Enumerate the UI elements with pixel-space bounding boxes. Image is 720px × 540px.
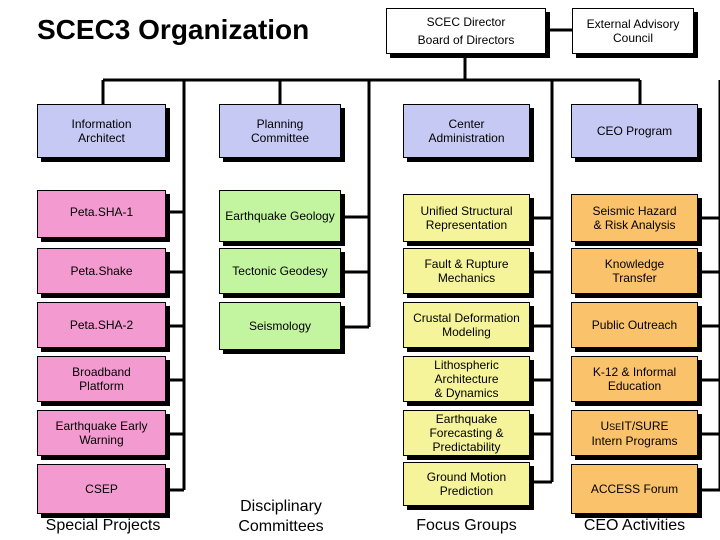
director-box: SCEC Director Board of Directors: [386, 8, 546, 54]
special-projects-label: Special Projects: [45, 517, 161, 534]
fault-rupture-mechanics-box: Fault & Rupture Mechanics: [403, 248, 530, 294]
public-outreach-box: Public Outreach: [571, 302, 698, 348]
disciplinary-committees-label: Disciplinary Committees: [238, 498, 324, 535]
seismology-box: Seismology: [219, 302, 341, 350]
lithospheric-architecture-box: Lithospheric Architecture & Dynamics: [403, 356, 530, 402]
useit-sure-intern-box: USEIT/SURE Intern Programs: [571, 410, 698, 456]
ceo-program-box: CEO Program: [571, 104, 698, 158]
ground-motion-prediction-box: Ground Motion Prediction: [403, 462, 530, 506]
peta-shake-box: Peta.Shake: [37, 248, 166, 294]
crustal-deformation-modeling-box: Crustal Deformation Modeling: [403, 302, 530, 348]
page-title: SCEC3 Organization: [37, 14, 310, 45]
k12-informal-education-box: K-12 & Informal Education: [571, 356, 698, 402]
useit-smallcaps: SE: [609, 421, 622, 432]
access-forum-box: ACCESS Forum: [571, 464, 698, 514]
knowledge-transfer-box: Knowledge Transfer: [571, 248, 698, 294]
peta-sha-2-box: Peta.SHA-2: [37, 302, 166, 348]
tectonic-geodesy-box: Tectonic Geodesy: [219, 248, 341, 294]
earthquake-geology-box: Earthquake Geology: [219, 190, 341, 242]
broadband-platform-box: Broadband Platform: [37, 356, 166, 402]
unified-structural-representation-box: Unified Structural Representation: [403, 194, 530, 242]
seismic-hazard-risk-box: Seismic Hazard & Risk Analysis: [571, 194, 698, 242]
useit-prefix: U: [600, 418, 610, 433]
useit-line-2: Intern Programs: [591, 433, 678, 448]
information-architect-box: Information Architect: [37, 104, 166, 158]
useit-rest: IT/SURE: [621, 418, 669, 433]
earthquake-forecasting-box: Earthquake Forecasting & Predictability: [403, 410, 530, 456]
center-administration-box: Center Administration: [403, 104, 530, 158]
planning-committee-box: Planning Committee: [219, 104, 341, 158]
focus-groups-label: Focus Groups: [416, 517, 517, 534]
peta-sha-1-box: Peta.SHA-1: [37, 190, 166, 238]
advisory-council-box: External Advisory Council: [572, 8, 694, 54]
earthquake-early-warning-box: Earthquake Early Warning: [37, 410, 166, 456]
useit-line-1: USEIT/SURE: [600, 419, 668, 434]
ceo-activities-label: CEO Activities: [583, 517, 686, 534]
csep-box: CSEP: [37, 464, 166, 514]
